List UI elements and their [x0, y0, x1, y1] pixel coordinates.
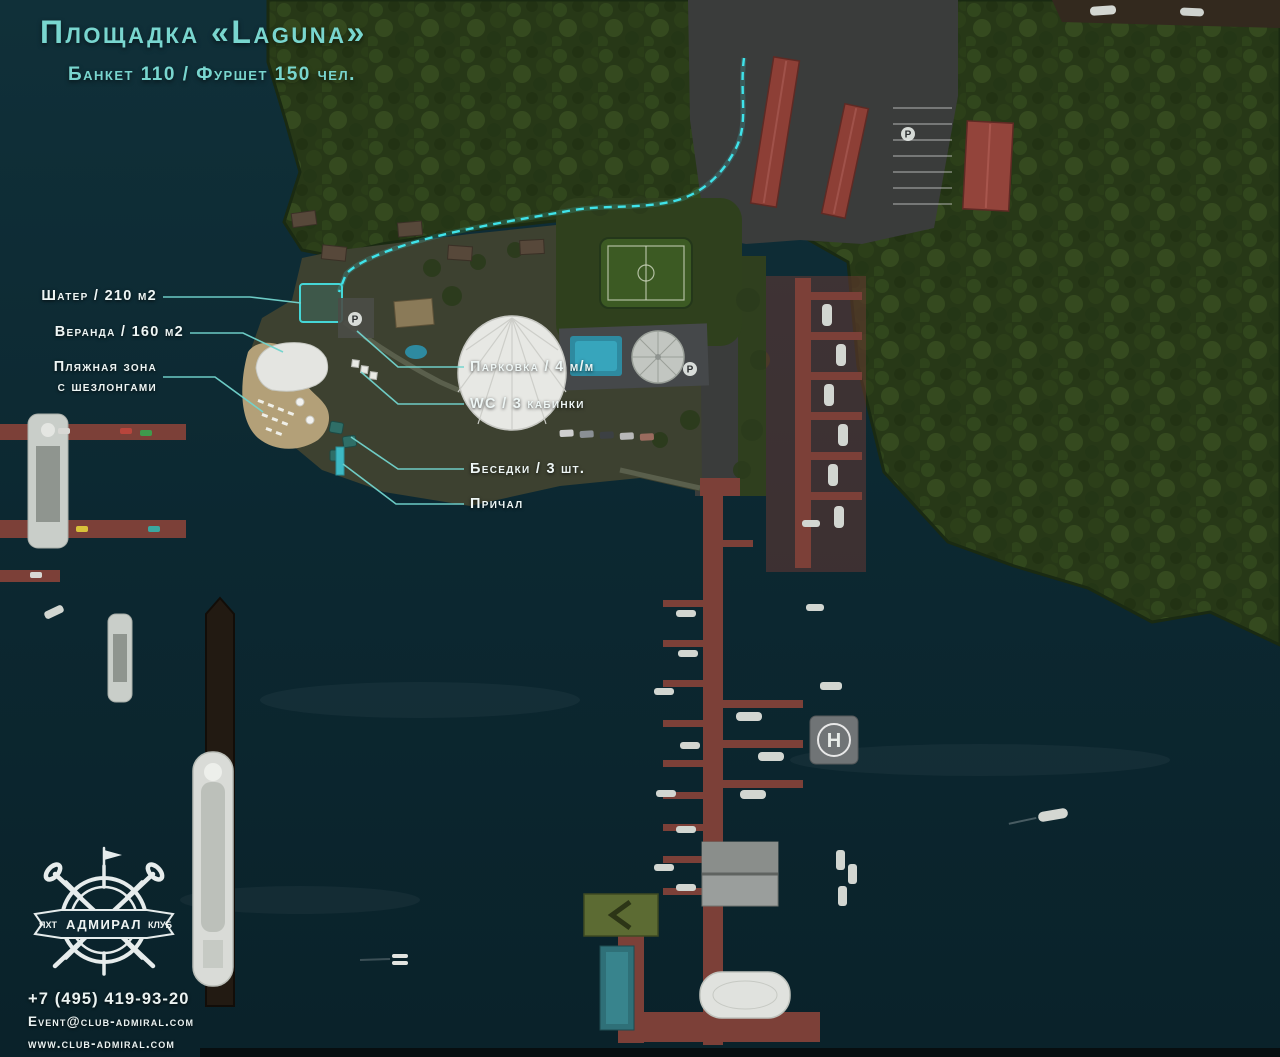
- callout-line-gazebos: [350, 436, 464, 470]
- bottom-edge: [200, 1048, 1280, 1057]
- warehouse: [701, 841, 779, 907]
- beach-dock: [335, 446, 345, 476]
- callout-label-veranda: Веранда / 160 м2: [54, 324, 184, 340]
- event-tent: [457, 315, 567, 431]
- cabins: [290, 209, 545, 262]
- logo-text-center: АДМИРАЛ: [66, 917, 142, 932]
- pier-pool: [599, 945, 635, 1031]
- page-title: Площадка «Laguna»: [40, 14, 367, 50]
- logo-text-left: ЯХТ: [39, 920, 57, 930]
- callout-label-wc: WC / 3 кабинки: [470, 396, 585, 412]
- dome-pavilion: [631, 330, 685, 384]
- page-subtitle: Банкет 110 / Фуршет 150 чел.: [68, 64, 356, 85]
- parking-marker-label: P: [352, 315, 359, 326]
- callout-label-beach: Пляжная зона с шезлонгами: [53, 359, 157, 395]
- callout-label-gazebos: Беседки / 3 шт.: [470, 461, 586, 477]
- callout-label-tent: Шатер / 210 м2: [41, 288, 157, 304]
- helipad: [809, 715, 859, 765]
- sports-field: [599, 237, 693, 309]
- logo-text-right: КЛУБ: [148, 920, 172, 930]
- callout-line-tent: [163, 296, 302, 304]
- veranda: [255, 342, 329, 392]
- motor-yacht: [1008, 808, 1068, 825]
- parking-marker: P: [901, 127, 915, 141]
- bottom-boat: [699, 971, 791, 1019]
- dinghies: [30, 428, 160, 578]
- callout-line-beach: [163, 376, 264, 413]
- callout-line-pier: [342, 463, 464, 505]
- beach-area: [242, 283, 378, 476]
- water-ripples: [180, 682, 1170, 914]
- ferry-ship: [27, 413, 69, 549]
- contact-website: www.club-admiral.com: [28, 1036, 175, 1051]
- corner-dock: [1052, 0, 1280, 28]
- contact-email: Event@club-admiral.com: [28, 1014, 195, 1029]
- callout-lines: [163, 296, 464, 505]
- tent-zone: [299, 283, 343, 323]
- catamaran: [359, 954, 408, 965]
- parking-marker-label: P: [687, 365, 694, 376]
- parking-marker: P: [348, 312, 362, 326]
- helipad-label: H: [827, 730, 841, 752]
- parking-marker: P: [683, 362, 697, 376]
- wc-cabins: [350, 359, 378, 381]
- contact-phone: +7 (495) 419-93-20: [28, 990, 190, 1008]
- callout-line-parking: [356, 330, 464, 368]
- callout-line-wc: [360, 371, 464, 405]
- yacht-club-logo: ЯХТ АДМИРАЛ КЛУБ: [33, 846, 175, 976]
- trees: [423, 196, 770, 479]
- boats: [27, 304, 1068, 1019]
- route-path: [336, 57, 747, 293]
- buildings: [290, 56, 1015, 359]
- callout-line-veranda: [190, 332, 284, 353]
- cars: [559, 429, 654, 441]
- callout-label-parking: Парковка / 4 м/м: [470, 359, 595, 375]
- callout-label-pier: Причал: [470, 496, 524, 512]
- pennant-icon: [104, 850, 122, 860]
- piers: [0, 276, 866, 1045]
- sun-loungers: [257, 399, 295, 436]
- pier-building-green: [583, 893, 659, 937]
- parking-lines: [893, 107, 952, 205]
- big-white-ship: [192, 751, 234, 987]
- logo-ribbon: [33, 909, 175, 939]
- parking-marker-label: P: [905, 130, 912, 141]
